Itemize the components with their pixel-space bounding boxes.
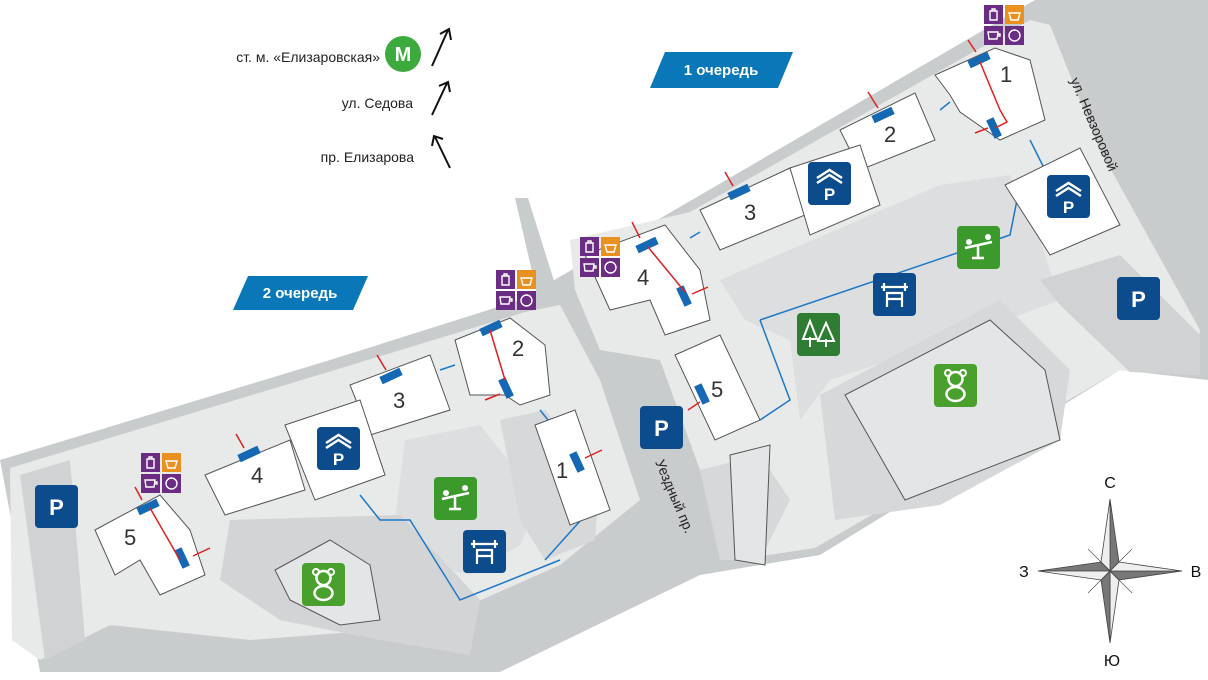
svg-text:P: P [824, 185, 835, 204]
teddy-bear-kindergarten-icon [934, 364, 977, 407]
service-icon-clusters [141, 5, 1024, 493]
queue-2-label: 2 очередь [263, 285, 338, 302]
q1-building-4-number: 4 [637, 265, 649, 290]
tree-park-icon [797, 313, 840, 356]
q2-building-5 [94, 494, 206, 596]
services-cluster [496, 270, 536, 310]
compass-north: С [1104, 475, 1116, 492]
legend-elizarova-label: пр. Елизарова [321, 149, 415, 165]
legend-metro-label: ст. м. «Елизаровская» [236, 49, 380, 65]
parking-icon: P [35, 485, 78, 528]
queue-2-banner: 2 очередь [233, 276, 368, 310]
sports-gym-icon [463, 530, 506, 573]
q2-building-1-number: 1 [556, 458, 568, 483]
q1-building-2-number: 2 [884, 122, 896, 147]
svg-text:P: P [1131, 287, 1146, 312]
legend: ст. м. «Елизаровская» М ул. Седова пр. Е… [236, 27, 452, 169]
q1-building-center [844, 319, 1061, 501]
q2-building-1 [534, 409, 611, 526]
entrance-arrows [134, 39, 1009, 561]
q1-building-bottom [729, 444, 771, 566]
services-cluster [984, 5, 1024, 45]
services-cluster [580, 237, 620, 277]
queue-1-banner: 1 очередь [650, 52, 793, 88]
q2-building-4 [204, 439, 306, 516]
parking-icon: P [808, 162, 851, 205]
services-cluster [141, 453, 181, 493]
playground-swing-icon [957, 226, 1000, 269]
compass-west: З [1019, 564, 1029, 581]
arrow-up-right-icon [431, 80, 451, 116]
parking-icon: P [1047, 175, 1090, 218]
parking-icon: P [640, 406, 683, 449]
q2-building-2-number: 2 [512, 336, 524, 361]
q1-building-1 [934, 47, 1046, 141]
q2-building-3-number: 3 [393, 388, 405, 413]
q1-building-5 [674, 334, 761, 441]
legend-sedova-label: ул. Седова [342, 95, 413, 111]
svg-text:P: P [49, 495, 64, 520]
compass-east: В [1191, 564, 1202, 581]
sports-gym-icon [873, 273, 916, 316]
svg-text:P: P [333, 450, 344, 469]
svg-text:P: P [1063, 198, 1074, 217]
arrow-up-right-icon [431, 27, 452, 67]
parking-icon: P [1117, 277, 1160, 320]
q1-building-1-number: 1 [1000, 62, 1012, 87]
q2-building-4-number: 4 [251, 463, 263, 488]
svg-text:P: P [654, 416, 669, 441]
playground-swing-icon [434, 477, 477, 520]
arrow-up-left-icon [431, 134, 451, 169]
entrances [136, 51, 1002, 569]
compass-rose: С Ю З В [1019, 475, 1201, 670]
svg-text:М: М [395, 44, 412, 66]
compass-south: Ю [1104, 653, 1120, 670]
parking-icon: P [317, 427, 360, 470]
q1-building-3-number: 3 [744, 200, 756, 225]
amenity-icons [302, 226, 1000, 606]
building-numbers: 1 2 3 4 5 1 2 3 4 5 [124, 62, 1012, 550]
q2-building-5-number: 5 [124, 525, 136, 550]
parking-icons: P P P P P P [35, 162, 1160, 528]
queue-1-label: 1 очередь [684, 62, 759, 79]
teddy-bear-kindergarten-icon [302, 563, 345, 606]
metro-logo-icon: М [385, 36, 421, 72]
q2-building-2 [454, 317, 551, 406]
q1-building-5-number: 5 [711, 377, 723, 402]
